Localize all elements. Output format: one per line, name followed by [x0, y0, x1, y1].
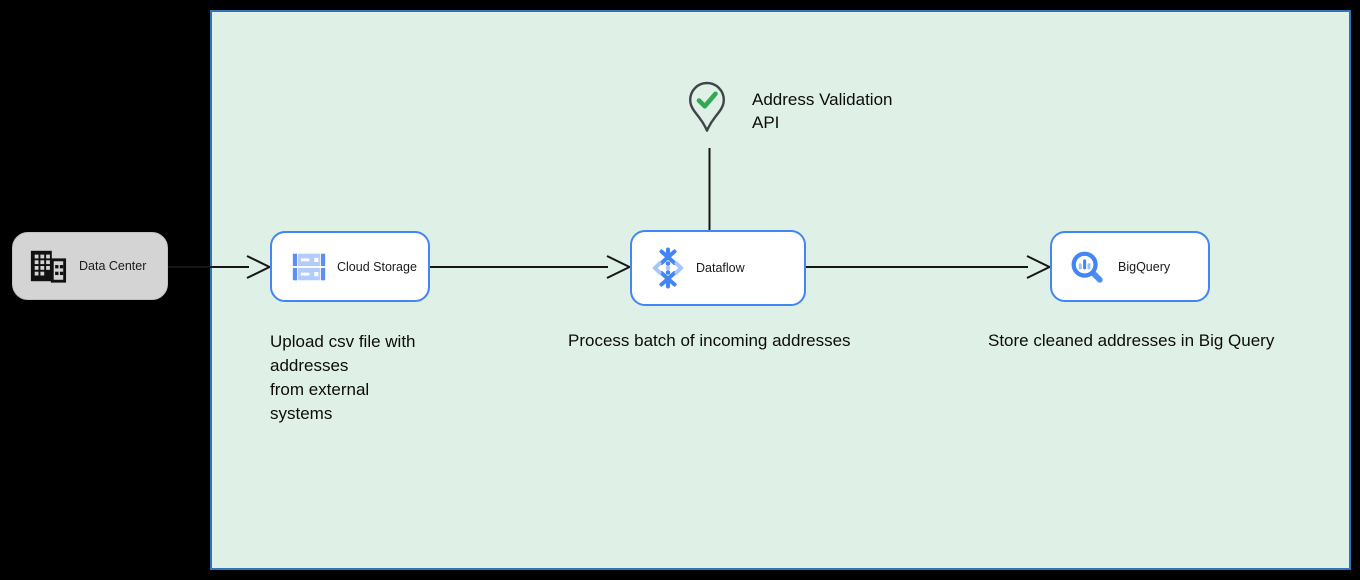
cloud-storage-icon	[292, 253, 326, 280]
node-label: Dataflow	[696, 261, 745, 275]
dataflow-icon	[652, 247, 684, 289]
annotation-process: Process batch of incoming addresses	[568, 331, 851, 350]
node-data-center[interactable]: Data Center	[12, 232, 168, 300]
node-cloud-storage[interactable]: Cloud Storage	[270, 231, 430, 302]
annotation-upload: Upload csv file with addresses from exte…	[270, 332, 416, 423]
building-icon	[30, 250, 67, 283]
node-label: Cloud Storage	[337, 259, 417, 274]
node-label: Data Center	[79, 259, 147, 273]
bigquery-icon	[1071, 251, 1103, 283]
map-pin-check-icon[interactable]	[687, 80, 727, 136]
node-bigquery[interactable]: BigQuery	[1050, 231, 1210, 302]
check-icon	[696, 91, 718, 109]
node-label: BigQuery	[1118, 259, 1171, 274]
annotation-store: Store cleaned addresses in Big Query	[988, 331, 1275, 350]
node-dataflow[interactable]: Dataflow	[630, 230, 806, 306]
api-label: Address Validation API	[752, 90, 893, 132]
